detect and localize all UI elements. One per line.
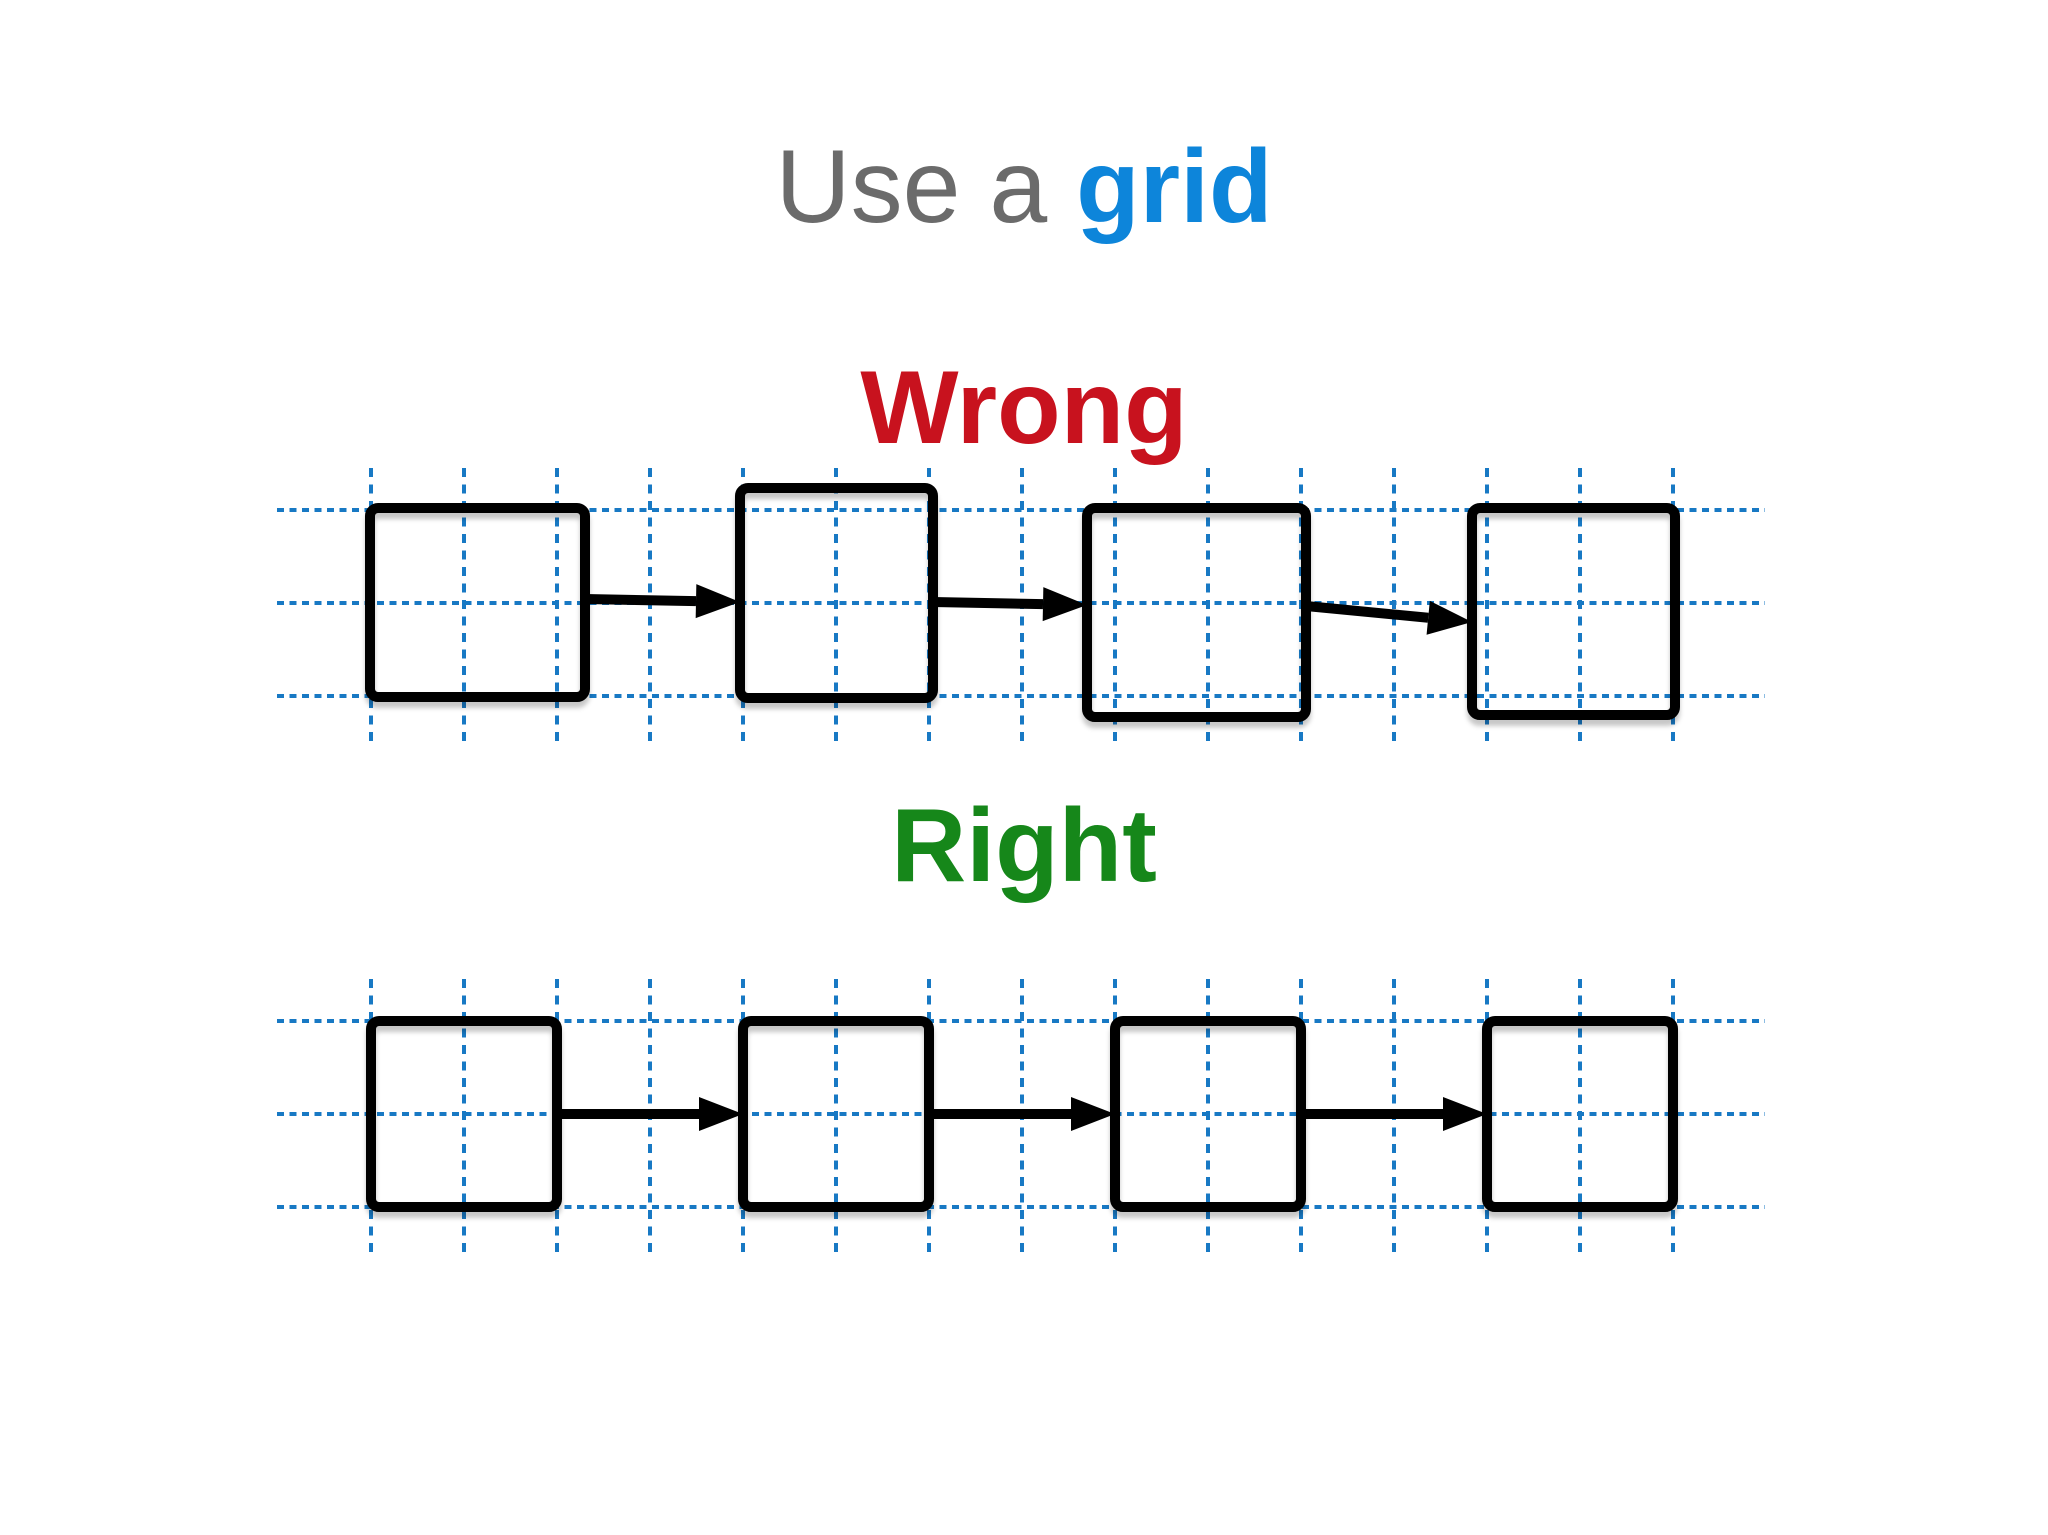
flow-arrow-head	[1042, 587, 1087, 622]
flow-box	[735, 483, 938, 703]
flow-arrow-head	[1443, 1097, 1487, 1131]
title-text-grid: grid	[1076, 129, 1273, 245]
page-title: Use a grid	[0, 135, 2048, 239]
flow-arrow-shaft	[584, 594, 697, 607]
section-label-wrong: Wrong	[860, 350, 1188, 466]
flow-arrow-head	[1071, 1097, 1115, 1131]
flow-arrow-head	[1426, 600, 1472, 635]
section-label-right: Right	[891, 788, 1157, 904]
flow-box	[366, 1016, 562, 1212]
flow-arrow-shaft	[1305, 601, 1429, 623]
flow-box	[1082, 503, 1311, 722]
flow-box	[1467, 503, 1680, 720]
flow-arrow-shaft	[932, 597, 1044, 610]
title-text-gray: Use a	[775, 129, 1077, 245]
flow-arrow-head	[699, 1097, 743, 1131]
flow-arrow-head	[695, 584, 740, 619]
